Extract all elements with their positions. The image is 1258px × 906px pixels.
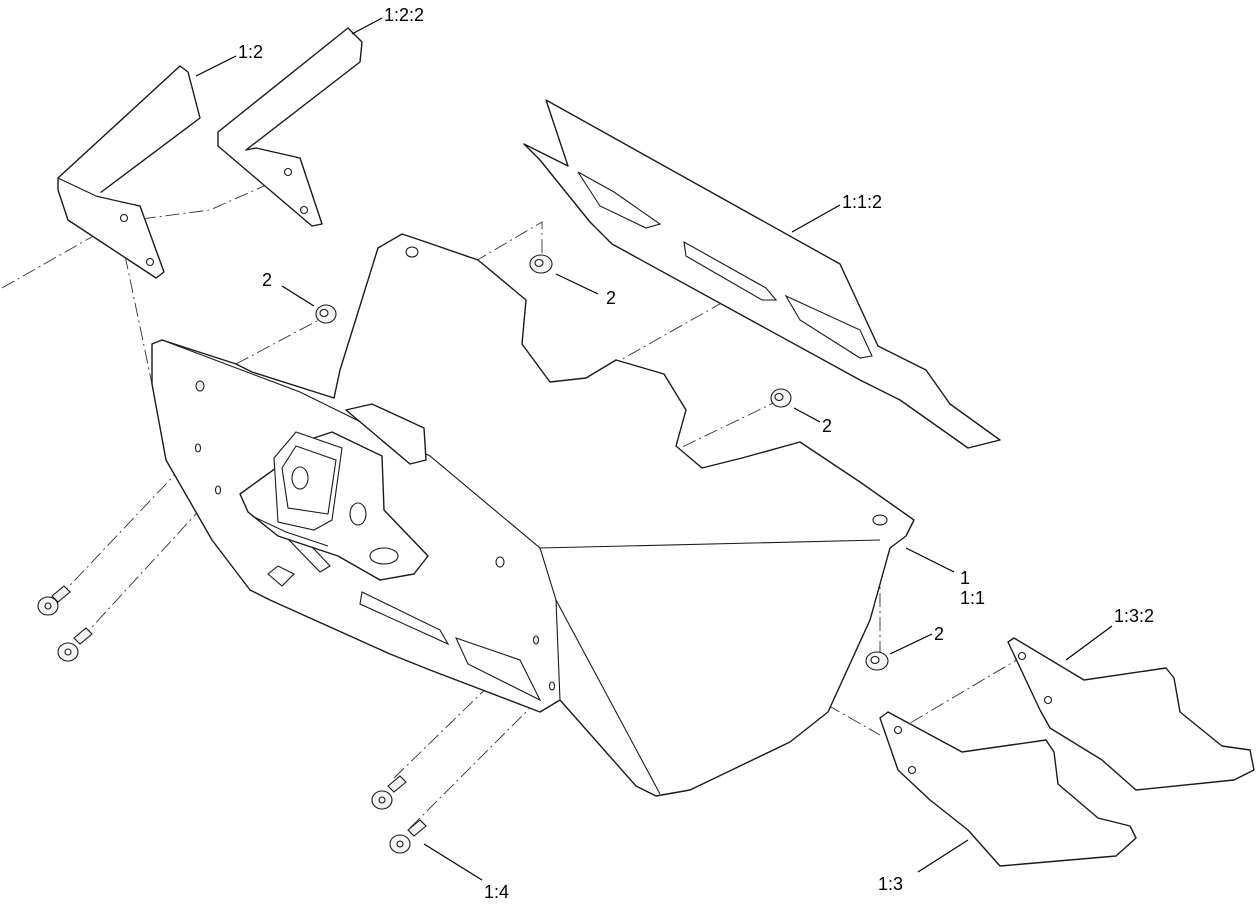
right-bracket-guard-part	[1007, 637, 1255, 791]
callout-upper-deflector: 1:1:2	[842, 192, 882, 212]
callout-right-bracket: 1:3	[878, 874, 903, 894]
callout-nut-lower-right: 2	[934, 624, 944, 644]
callout-nut-upper-center: 2	[606, 288, 616, 308]
callout-base-plate-assembly: 1:1	[960, 588, 985, 608]
left-bracket-part	[57, 65, 201, 279]
nut-center-right	[770, 388, 792, 408]
hitch-receiver	[239, 403, 429, 581]
screw-upper-left	[37, 585, 71, 616]
callout-nut-upper-left: 2	[262, 270, 272, 290]
upper-deflector-part	[523, 99, 1001, 449]
screw-upper-bottom	[371, 775, 407, 810]
left-bracket-guard-part	[217, 27, 363, 227]
callout-nut-center-right: 2	[822, 416, 832, 436]
nut-hardware	[315, 254, 889, 671]
callout-left-bracket-guard: 1:2:2	[384, 5, 424, 25]
callout-base-plate: 1	[960, 568, 970, 588]
screw-lower-bottom	[389, 819, 427, 854]
leader-lines	[195, 17, 1113, 881]
right-bracket-part	[879, 711, 1137, 867]
callout-left-bracket: 1:2	[238, 42, 263, 62]
nut-lower-right	[865, 651, 889, 671]
callout-labels: 1:2:2 1:2 1:1:2 2 2 2 1 1:1 2 1:3:2 1:4 …	[238, 5, 1154, 902]
callout-screw: 1:4	[484, 882, 509, 902]
nut-upper-center	[529, 254, 553, 274]
callout-right-bracket-guard: 1:3:2	[1114, 606, 1154, 626]
screw-hardware	[37, 585, 427, 854]
screw-lower-left	[57, 627, 93, 662]
nut-upper-left	[315, 304, 337, 324]
